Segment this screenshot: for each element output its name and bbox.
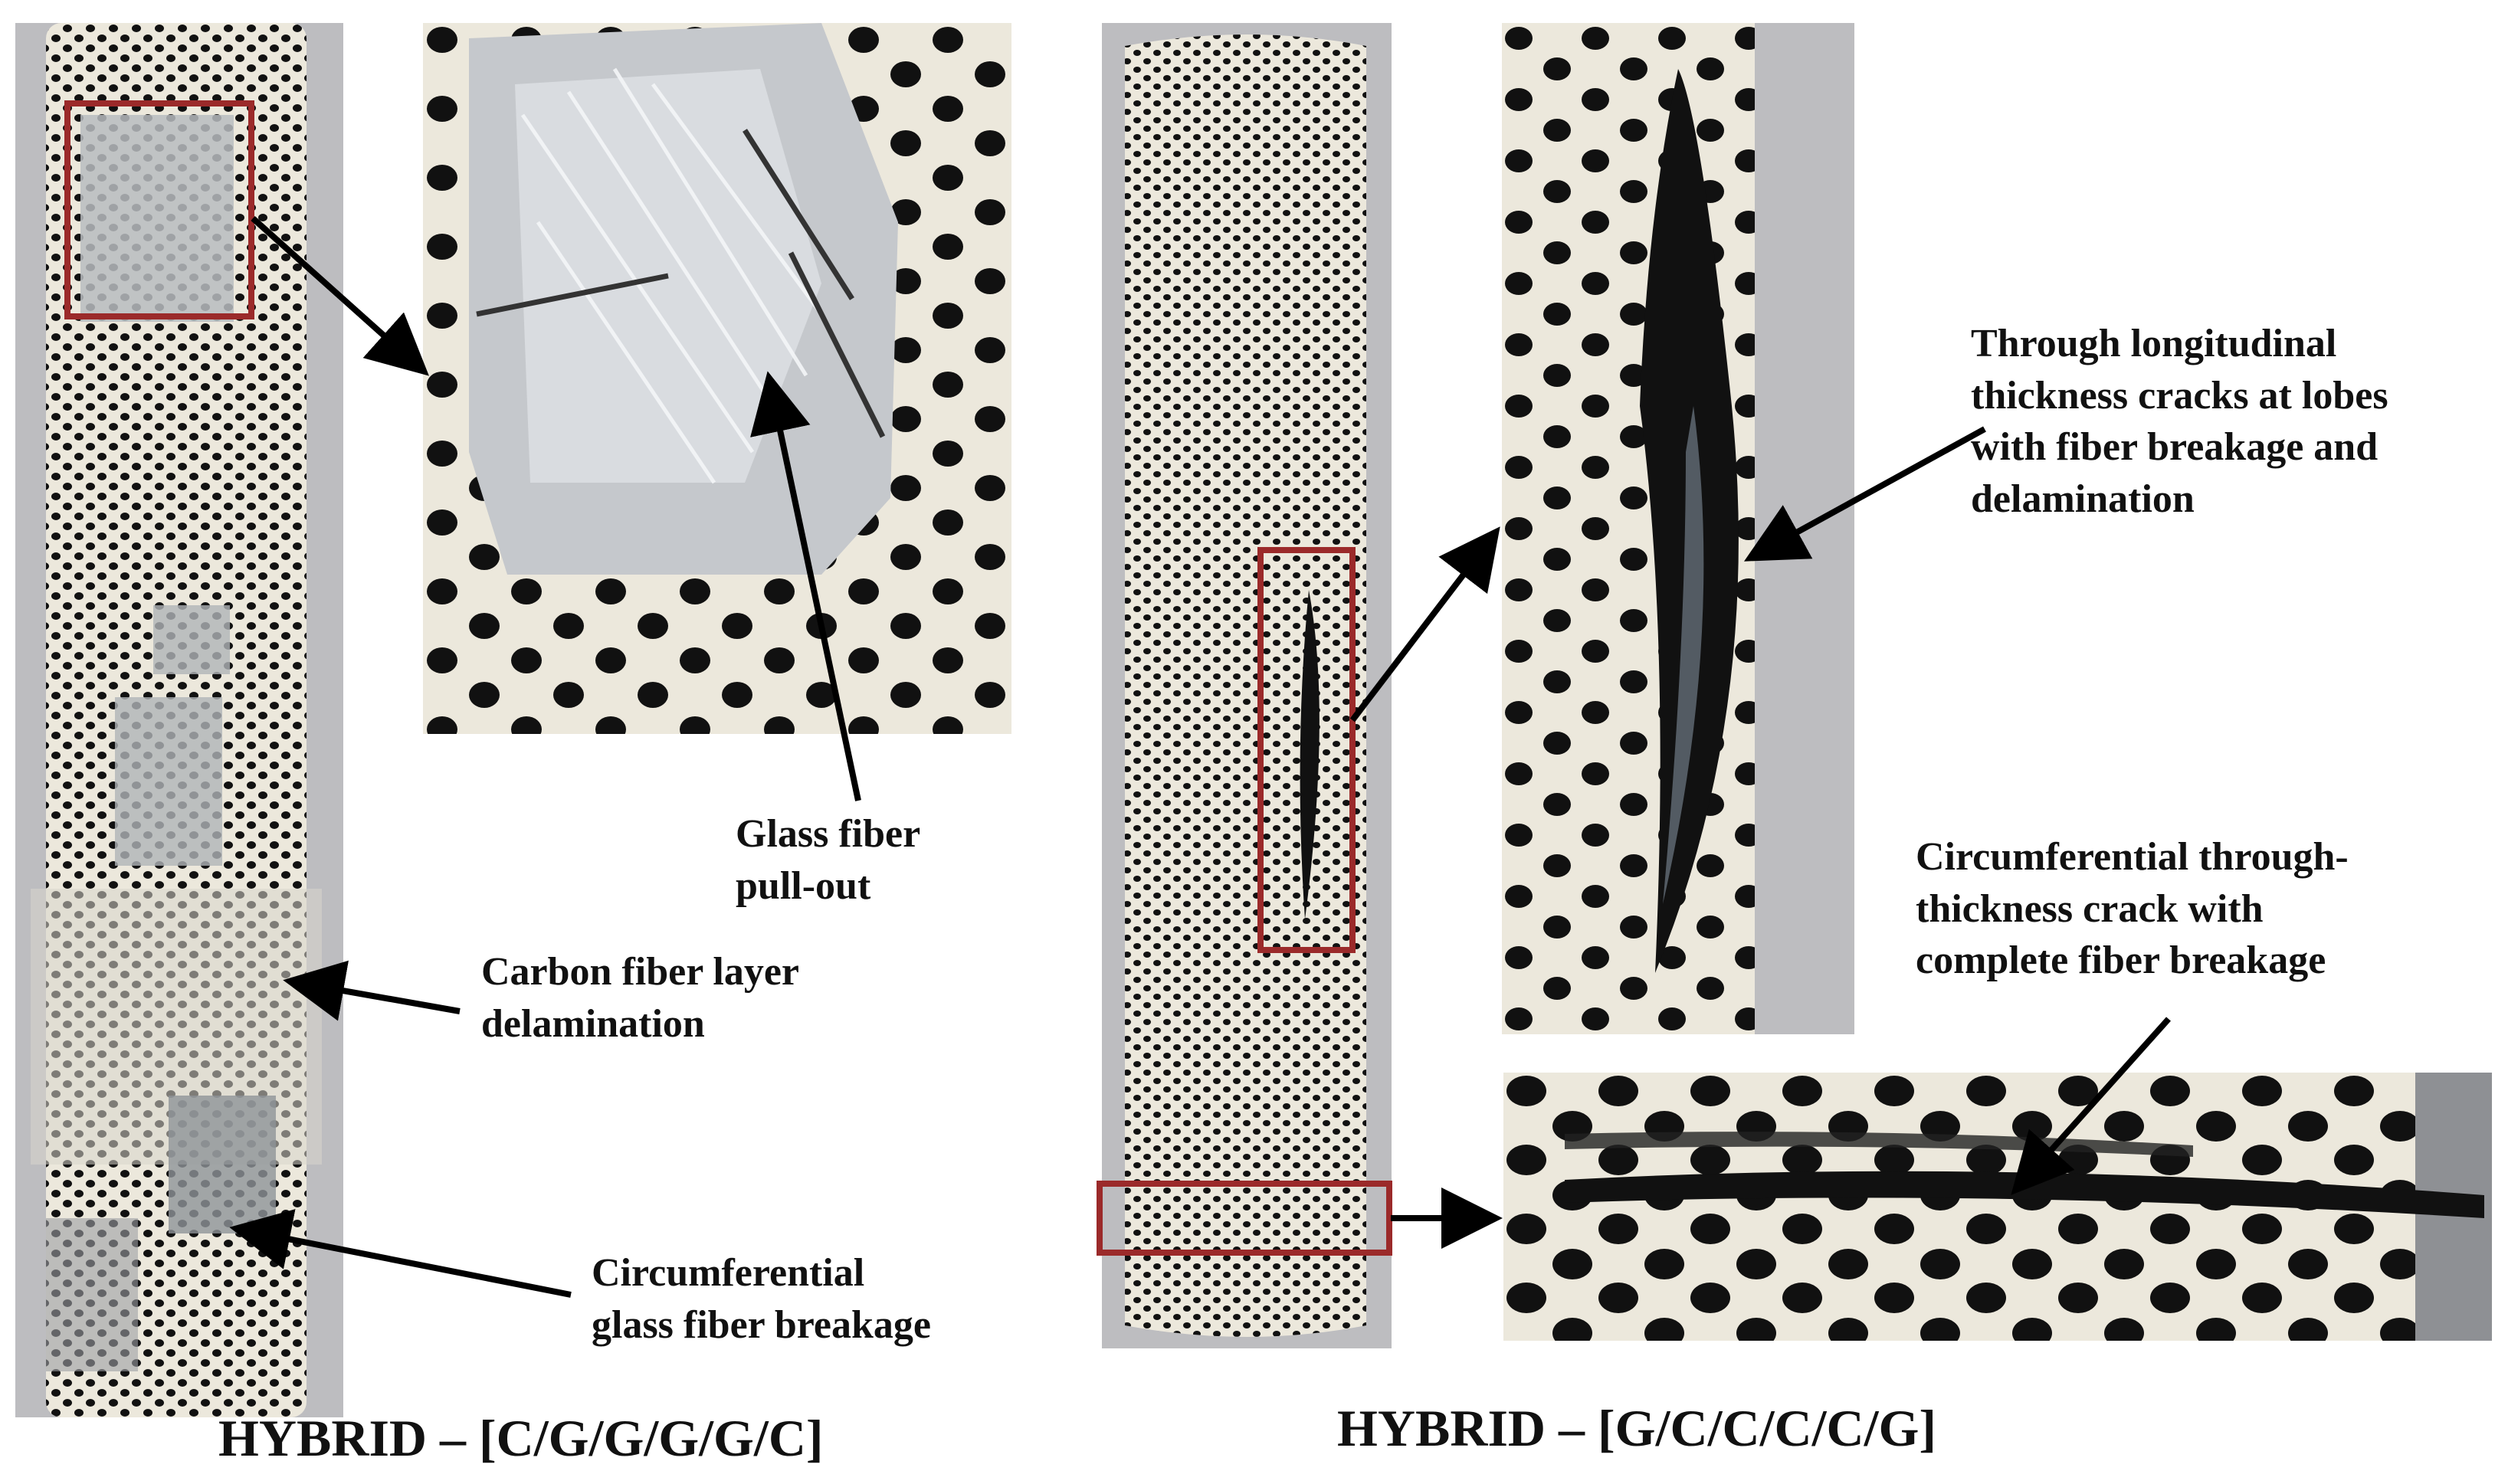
label-line: delamination: [481, 1001, 705, 1046]
label-line: thickness cracks at lobes: [1971, 373, 2388, 418]
right-caption: HYBRID – [G/C/C/C/C/G]: [1337, 1399, 1936, 1457]
label-glass-fiber-pullout: Glass fiber pull-out: [736, 808, 920, 912]
label-line: Circumferential: [592, 1251, 865, 1295]
left-specimen-photo: [15, 23, 343, 1417]
right-circumferential-zoom-photo: [1503, 1073, 2492, 1341]
label-line: delamination: [1971, 477, 2195, 521]
label-line: pull-out: [736, 863, 871, 908]
label-line: glass fiber breakage: [592, 1302, 931, 1347]
label-line: Circumferential through-: [1916, 835, 2349, 879]
label-line: complete fiber breakage: [1916, 939, 2326, 983]
label-circumferential-glass-breakage: Circumferential glass fiber breakage: [592, 1247, 931, 1351]
right-crack-zoom-photo: [1502, 23, 1854, 1034]
right-specimen-photo: [1102, 23, 1392, 1348]
label-line: Carbon fiber layer: [481, 950, 799, 994]
label-longitudinal-cracks: Through longitudinal thickness cracks at…: [1971, 318, 2388, 525]
label-line: Glass fiber: [736, 812, 921, 856]
label-circumferential-through-thickness-crack: Circumferential through- thickness crack…: [1916, 831, 2349, 987]
label-line: Through longitudinal: [1971, 322, 2337, 365]
left-zoom-photo: [423, 23, 1011, 734]
left-caption: HYBRID – [C/G/G/G/G/C]: [218, 1409, 824, 1467]
label-line: with fiber breakage and: [1971, 425, 2379, 470]
label-carbon-fiber-delamination: Carbon fiber layer delamination: [481, 946, 799, 1050]
label-line: thickness crack with: [1916, 886, 2264, 931]
